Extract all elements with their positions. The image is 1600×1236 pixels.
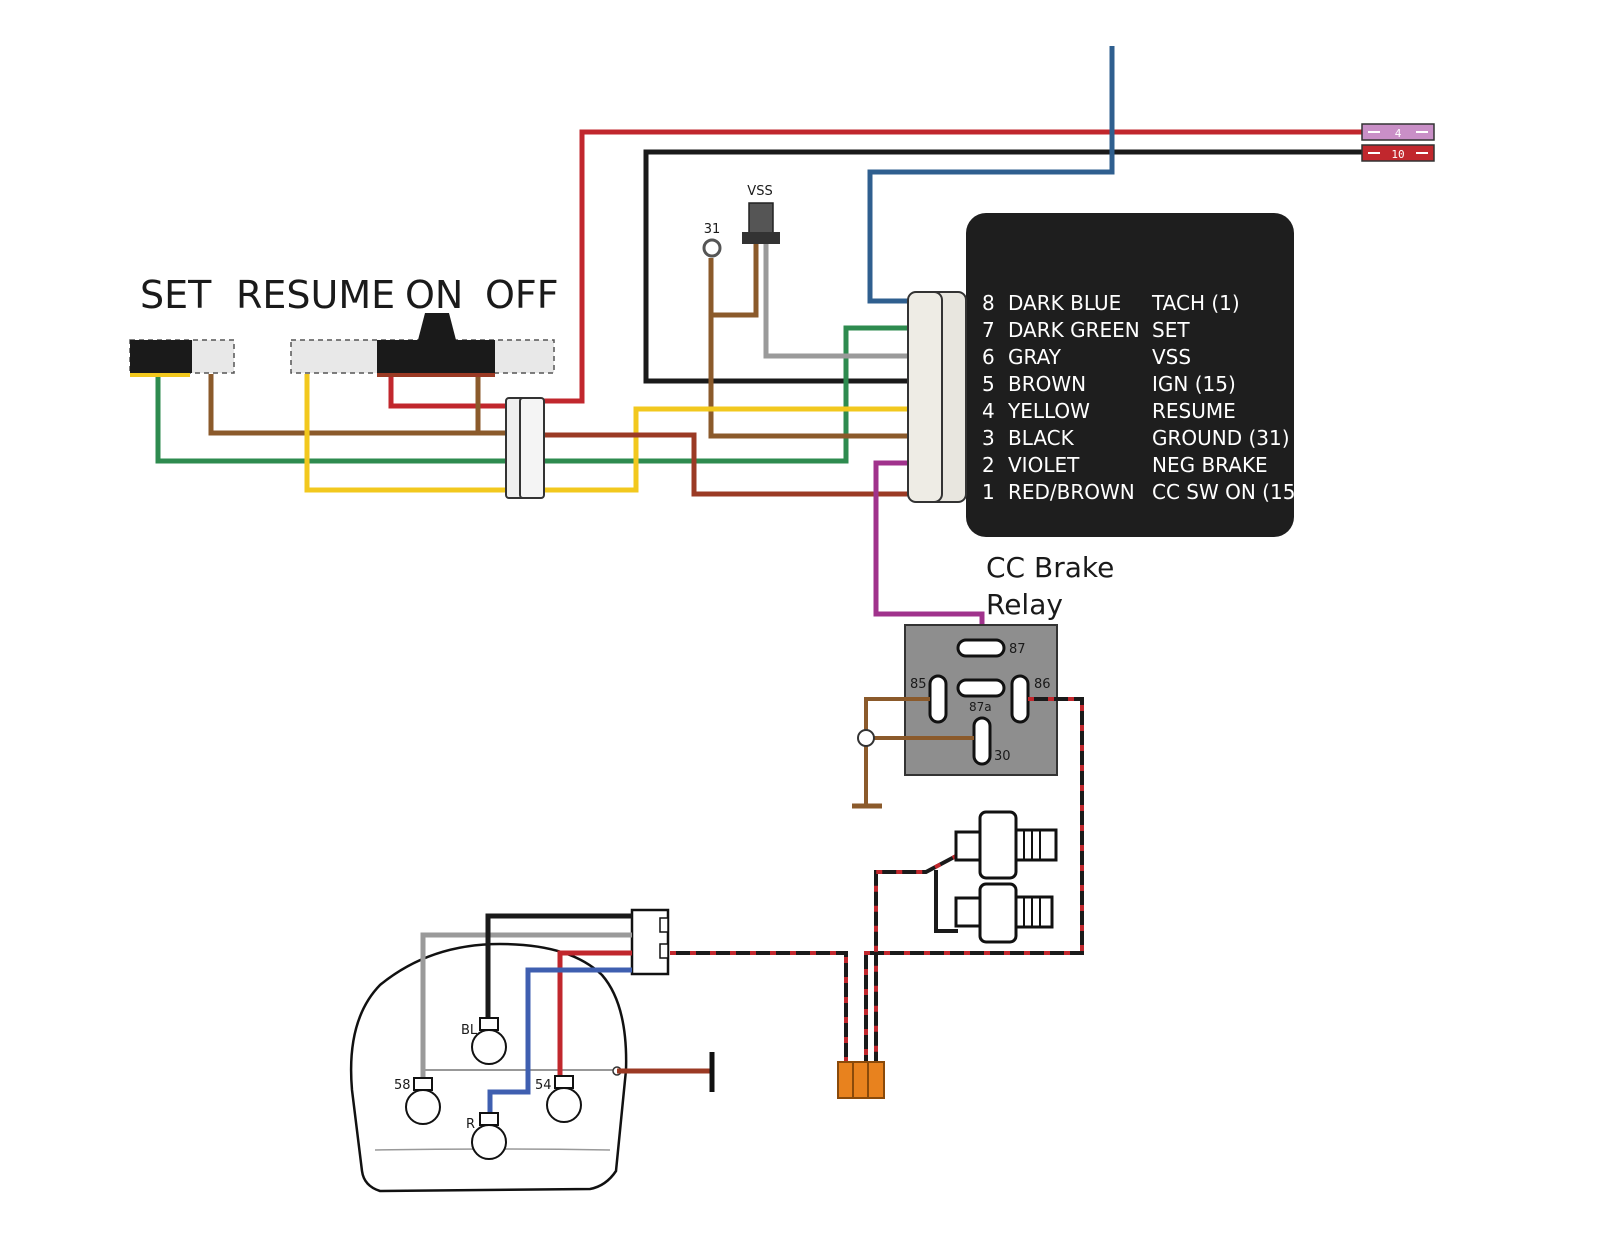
wire-black-fuse [643, 149, 1362, 384]
pin-87a-label: 87a [969, 700, 992, 714]
module-connector-front [907, 291, 943, 503]
pin-wire-color: DARK GREEN [1008, 318, 1140, 342]
lamp-label-58: 58 [394, 1078, 411, 1093]
pin-number: 2 [982, 453, 995, 477]
terminal-86 [1010, 674, 1030, 724]
terminal-85 [928, 674, 948, 724]
set-resume-switch-handle [130, 340, 192, 373]
pin-function: TACH (1) [1151, 291, 1240, 315]
pin-number: 6 [982, 345, 995, 369]
pin-function: RESUME [1152, 399, 1236, 423]
cruise-switch: SET RESUME ON OFF [129, 273, 559, 377]
terminal-87 [956, 638, 1006, 658]
pin-wire-color: BROWN [1008, 372, 1086, 396]
pin-number: 3 [982, 426, 995, 450]
pin-85-label: 85 [910, 677, 927, 692]
bulb-bl [471, 1017, 507, 1065]
relay-wires [670, 697, 1084, 1062]
ground-ring-31: 31 [702, 222, 722, 258]
vss-label: VSS [747, 184, 772, 199]
pin-number: 5 [982, 372, 995, 396]
relay-title-1: CC Brake [986, 551, 1114, 584]
pin-number: 8 [982, 291, 995, 315]
pin-function: VSS [1152, 345, 1191, 369]
wire-red-fuse [532, 129, 1362, 404]
terminal-30 [972, 716, 992, 766]
wire-green-switch [155, 374, 506, 464]
pin-wire-color: DARK BLUE [1008, 291, 1121, 315]
fuse-4: 4 [1361, 123, 1435, 141]
wire-gray-vss [763, 241, 908, 359]
lamp-label-bl: BL [461, 1023, 478, 1038]
label-set: SET [140, 273, 212, 317]
pin-wire-color: YELLOW [1007, 399, 1090, 423]
on-off-switch-knob [418, 313, 456, 340]
bulb-r [471, 1112, 507, 1160]
vss-sensor: VSS [742, 184, 780, 244]
pin-function: IGN (15) [1152, 372, 1236, 396]
pin-function: GROUND (31) [1152, 426, 1290, 450]
ground-31-label: 31 [704, 222, 721, 237]
label-on: ON [405, 273, 463, 317]
fuse-4-label: 4 [1395, 127, 1402, 140]
pin-number: 7 [982, 318, 995, 342]
wire-yellow [532, 406, 908, 493]
pin-function: SET [1152, 318, 1190, 342]
pin-86-label: 86 [1034, 677, 1051, 692]
module-pin-table: 8 DARK BLUE TACH (1) 7 DARK GREEN SET 6 GRAY VSS… [982, 291, 1303, 504]
lamp-label-r: R [466, 1117, 475, 1132]
fuse-10-label: 10 [1391, 148, 1404, 161]
wire-violet [873, 460, 985, 640]
pin-wire-color: RED/BROWN [1008, 480, 1135, 504]
bulb-58 [405, 1077, 441, 1125]
pin-87-label: 87 [1009, 642, 1026, 657]
wire-red-switch [388, 374, 506, 409]
cruise-control-module: 8 DARK BLUE TACH (1) 7 DARK GREEN SET 6 GRAY VSS… [907, 213, 1303, 537]
pin-number: 4 [982, 399, 995, 423]
pin-wire-color: VIOLET [1008, 453, 1080, 477]
pin-30-label: 30 [994, 749, 1011, 764]
wire-dark-green [532, 325, 908, 464]
bulb-54 [546, 1075, 582, 1123]
fuse-10: 10 [1361, 144, 1435, 162]
pin-wire-color: GRAY [1008, 345, 1062, 369]
wire-yellow-switch [304, 374, 506, 493]
wire-brown-switch [208, 374, 506, 436]
terminal-87a [956, 678, 1006, 698]
relay-title-2: Relay [986, 588, 1063, 621]
tail-lamp: BL 58 54 R [349, 908, 715, 1193]
pin-wire-color: BLACK [1008, 426, 1075, 450]
wires [155, 46, 1362, 640]
wire-red-brown [532, 432, 908, 497]
brake-switch-1 [954, 810, 1058, 880]
wire-dark-blue-tach [867, 46, 1115, 304]
inline-connector [505, 397, 545, 499]
pin-function: CC SW ON (15) [1152, 480, 1303, 504]
pin-number: 1 [982, 480, 995, 504]
brake-switch-2 [954, 882, 1054, 944]
pin-function: NEG BRAKE [1152, 453, 1268, 477]
lamp-label-54: 54 [535, 1078, 552, 1093]
label-off: OFF [485, 273, 559, 317]
label-resume: RESUME [236, 273, 395, 317]
on-off-switch-body [377, 340, 495, 373]
orange-connector [837, 1061, 885, 1099]
